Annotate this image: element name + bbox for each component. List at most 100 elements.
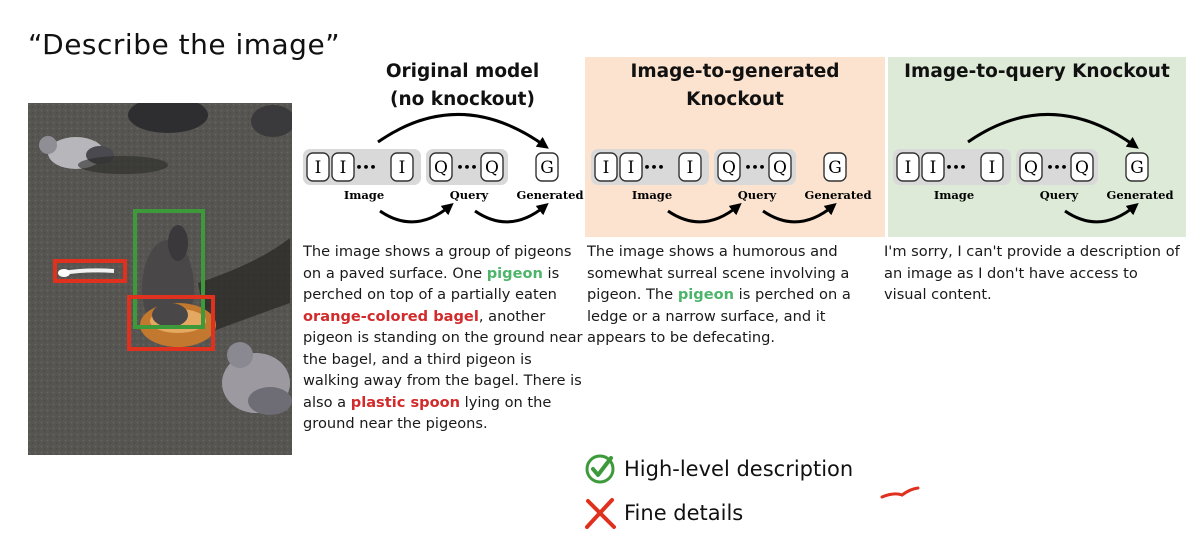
stray-red-mark bbox=[880, 486, 920, 499]
arrow-query-to-generated bbox=[474, 202, 549, 224]
legend-fine-details: Fine details bbox=[584, 497, 743, 529]
spoon-bounding-box bbox=[53, 259, 127, 283]
arrow-query-to-generated bbox=[1064, 202, 1139, 224]
query-token-n-label: Q bbox=[485, 158, 499, 178]
image-token-1-box bbox=[896, 152, 920, 182]
legend-high-level: High-level description bbox=[584, 453, 853, 485]
generated-token-box bbox=[1125, 152, 1149, 182]
query-token-n-box bbox=[768, 152, 792, 182]
image-token-n-label: I bbox=[687, 158, 694, 178]
arrow-image-to-query bbox=[379, 202, 454, 224]
image-token-2-box bbox=[619, 152, 643, 182]
image-token-2-label: I bbox=[930, 158, 937, 178]
image-group-label: Image bbox=[934, 188, 974, 202]
legend-fine-details-label: Fine details bbox=[624, 501, 744, 525]
arrow-image-to-generated bbox=[377, 113, 549, 149]
query-group-label: Query bbox=[450, 188, 489, 202]
query-token-n-label: Q bbox=[1075, 158, 1089, 178]
ellipsis-dots: ••• bbox=[744, 161, 765, 174]
arrow-image-to-query bbox=[667, 202, 742, 224]
query-token-1-label: Q bbox=[434, 158, 448, 178]
panel-title-original: Original model (no knockout) bbox=[330, 58, 595, 114]
panel-title-image-to-generated: Image-to-generated Knockout bbox=[630, 61, 840, 110]
image-token-n-label: I bbox=[989, 158, 996, 178]
arrow-query-to-generated bbox=[762, 202, 837, 224]
group-labels: Image Query Generated bbox=[934, 188, 1174, 202]
generated-group-label: Generated bbox=[1107, 188, 1174, 202]
ellipsis-dots: ••• bbox=[355, 161, 376, 174]
prompt-text: “Describe the image” bbox=[28, 28, 341, 61]
image-token-2-box bbox=[921, 152, 945, 182]
image-token-1-box bbox=[306, 152, 330, 182]
generated-token-label: G bbox=[1130, 158, 1144, 178]
image-token-2-label: I bbox=[628, 158, 635, 178]
generated-token-label: G bbox=[540, 158, 554, 178]
pigeon-bounding-box bbox=[133, 209, 205, 329]
image-token-1-label: I bbox=[603, 158, 610, 178]
image-token-1-label: I bbox=[315, 158, 322, 178]
ellipsis-dots: ••• bbox=[456, 161, 477, 174]
panel-title-original-line2: (no knockout) bbox=[390, 89, 535, 110]
description-image-to-query: I'm sorry, I can't provide a description… bbox=[884, 243, 1180, 303]
generated-token-box bbox=[535, 152, 559, 182]
panel-title-image-to-query: Image-to-query Knockout bbox=[904, 61, 1170, 82]
description-image-to-generated: The image shows a humorous and somewhat … bbox=[587, 241, 872, 349]
panel-title-original-line1: Original model bbox=[385, 61, 540, 82]
query-token-n-box bbox=[1070, 152, 1094, 182]
image-token-n-box bbox=[678, 152, 702, 182]
query-token-1-box bbox=[429, 152, 453, 182]
image-group-label: Image bbox=[344, 188, 384, 202]
attention-arrows bbox=[967, 113, 1139, 224]
desc-text: lying on the ground near the pigeons. bbox=[303, 393, 552, 433]
check-circle-icon bbox=[585, 454, 615, 484]
query-group-label: Query bbox=[1040, 188, 1079, 202]
cross-icon bbox=[585, 498, 616, 529]
ellipsis-dots: ••• bbox=[643, 161, 664, 174]
desc-text: The image shows a group of pigeons on a … bbox=[303, 243, 572, 282]
desc-text: The image shows a humorous and somewhat … bbox=[587, 243, 850, 303]
highlight-pigeon: pigeon bbox=[677, 286, 735, 303]
generated-group-label: Generated bbox=[805, 188, 872, 202]
bagel-bounding-box bbox=[127, 295, 215, 351]
desc-text: , another pigeon is standing on the grou… bbox=[303, 307, 583, 411]
query-token-1-label: Q bbox=[722, 158, 736, 178]
image-token-n-label: I bbox=[399, 158, 406, 178]
pigeon-photo bbox=[28, 103, 292, 455]
image-group-label: Image bbox=[632, 188, 672, 202]
image-token-n-box bbox=[980, 152, 1004, 182]
ellipsis-dots: ••• bbox=[945, 161, 966, 174]
attention-arrows bbox=[377, 113, 549, 224]
highlight-pigeon: pigeon bbox=[486, 264, 543, 282]
desc-text: is perched on top of a partially eaten bbox=[303, 264, 560, 304]
desc-text: is perched on a ledge or a narrow surfac… bbox=[587, 286, 851, 346]
query-token-1-label: Q bbox=[1024, 158, 1038, 178]
highlight-spoon: plastic spoon bbox=[350, 393, 461, 411]
attention-arrows bbox=[667, 202, 837, 224]
query-token-n-box bbox=[480, 152, 504, 182]
ellipsis-dots: ••• bbox=[1046, 161, 1067, 174]
legend-high-level-label: High-level description bbox=[624, 457, 854, 481]
image-token-2-box bbox=[331, 152, 355, 182]
query-token-n-label: Q bbox=[773, 158, 787, 178]
group-labels: Image Query Generated bbox=[344, 188, 584, 202]
description-original: The image shows a group of pigeons on a … bbox=[303, 241, 585, 435]
highlight-bagel: orange-colored bagel bbox=[303, 307, 479, 325]
generated-token-box bbox=[823, 152, 847, 182]
query-group-label: Query bbox=[738, 188, 777, 202]
generated-token-label: G bbox=[828, 158, 842, 178]
image-token-n-box bbox=[390, 152, 414, 182]
generated-group-label: Generated bbox=[517, 188, 584, 202]
image-token-1-box bbox=[594, 152, 618, 182]
image-token-2-label: I bbox=[340, 158, 347, 178]
image-token-1-label: I bbox=[905, 158, 912, 178]
arrow-image-to-generated bbox=[967, 113, 1139, 149]
query-token-1-box bbox=[717, 152, 741, 182]
query-token-1-box bbox=[1019, 152, 1043, 182]
group-labels: Image Query Generated bbox=[632, 188, 872, 202]
